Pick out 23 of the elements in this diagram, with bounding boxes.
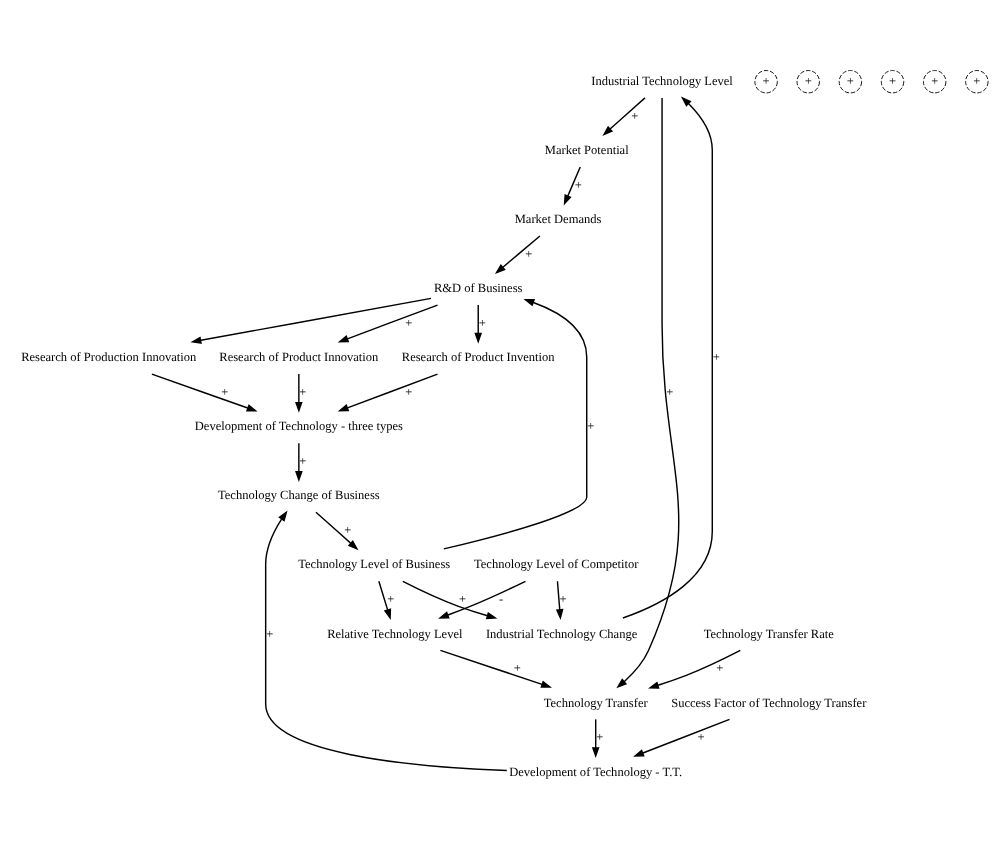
arrow	[616, 96, 680, 688]
arrow	[295, 441, 303, 481]
arrow	[315, 510, 359, 550]
arrow	[190, 296, 432, 343]
arrow	[439, 648, 552, 687]
arrow	[602, 96, 646, 135]
arrow	[474, 303, 483, 343]
arrow	[633, 717, 731, 756]
arrow	[648, 648, 741, 688]
arrow	[295, 372, 303, 412]
arrow	[443, 298, 588, 549]
arrow	[622, 95, 713, 618]
arrow	[494, 234, 541, 273]
arrow	[378, 579, 392, 619]
arrow	[555, 579, 564, 619]
arrow	[337, 372, 439, 411]
arrow	[591, 717, 600, 758]
arrow	[563, 165, 581, 205]
arrow	[402, 579, 498, 619]
arrow	[264, 509, 508, 771]
arrow	[151, 372, 258, 411]
arrow	[337, 303, 439, 342]
arrow	[438, 579, 527, 618]
